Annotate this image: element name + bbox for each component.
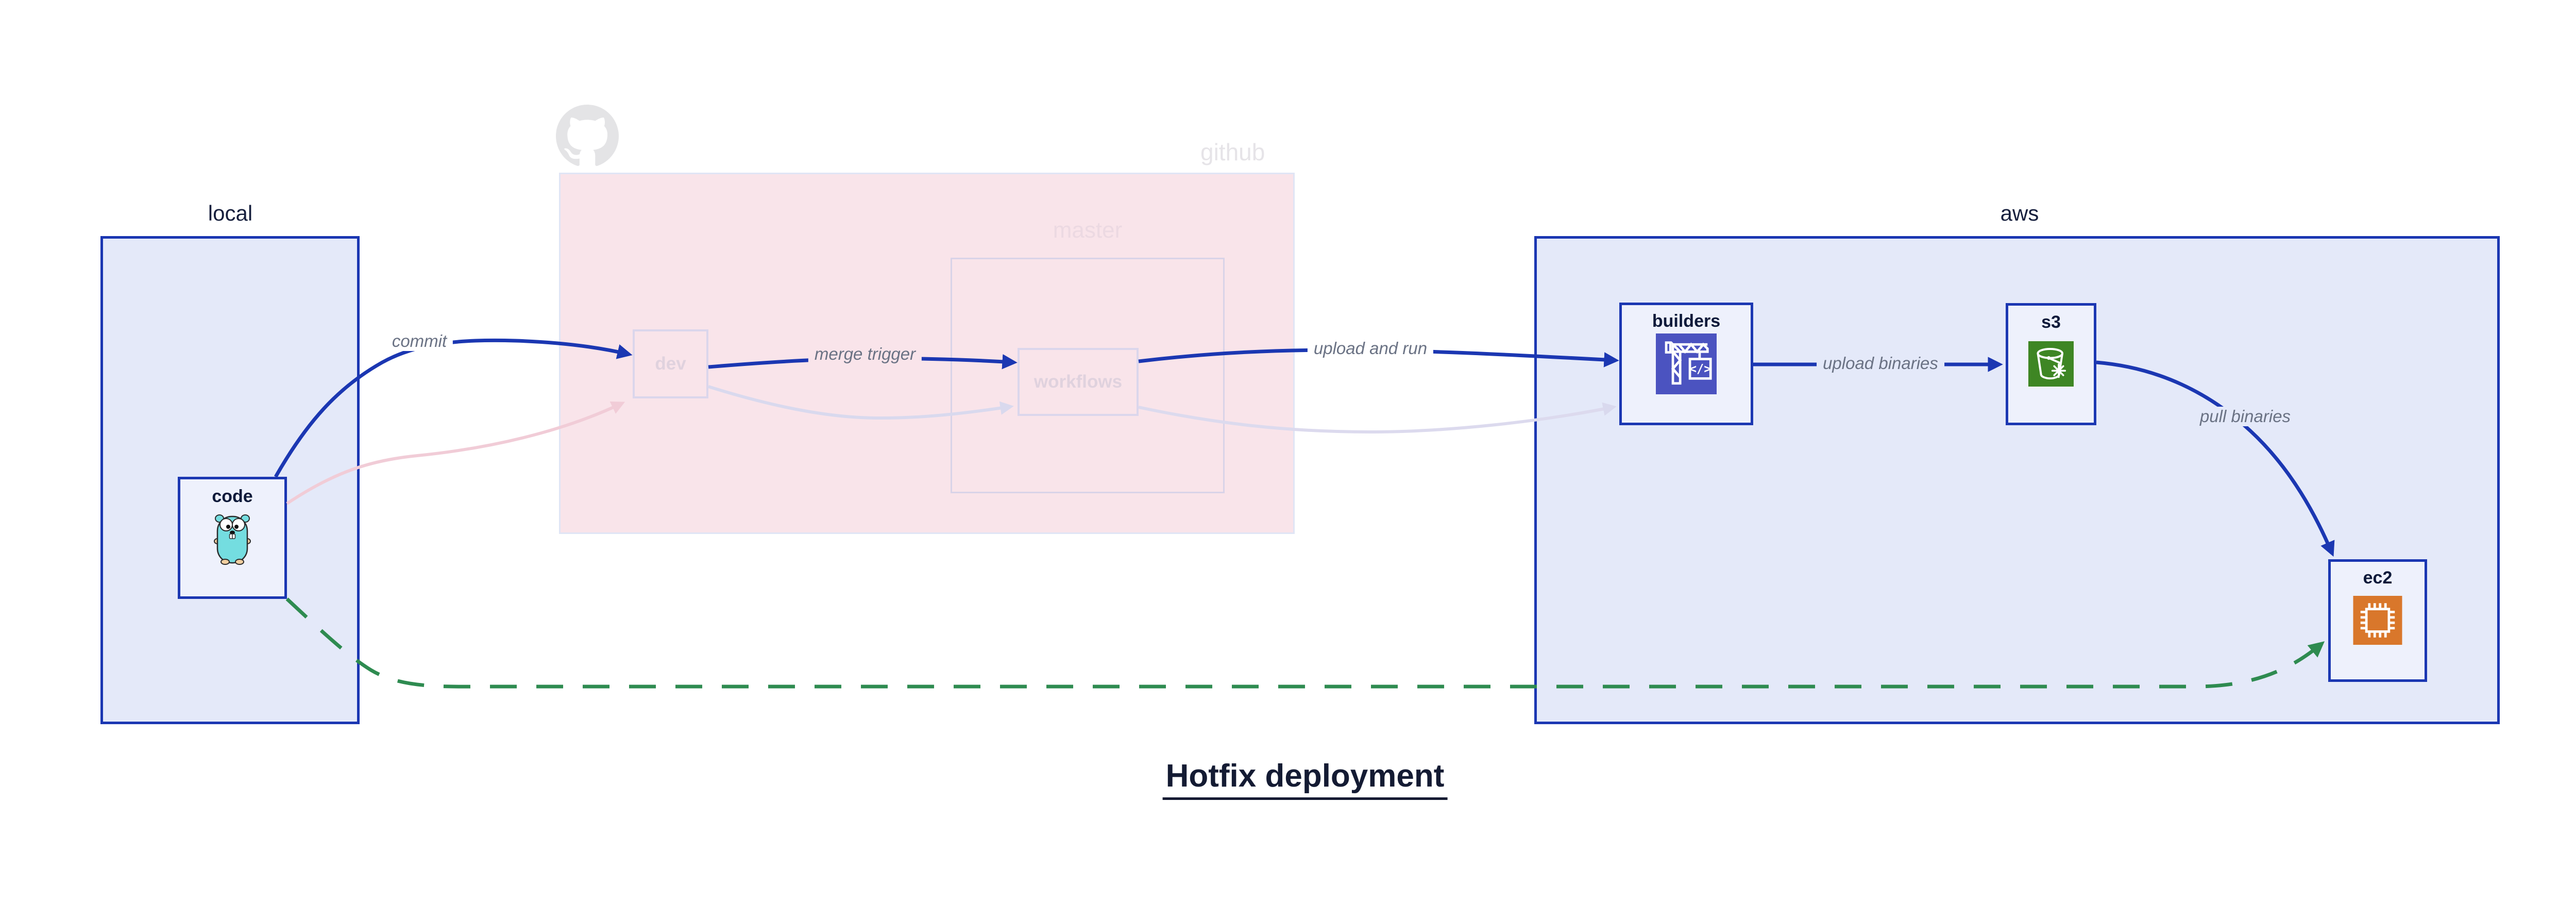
node-dev-label: dev	[655, 354, 686, 374]
region-github-label: github	[1200, 139, 1265, 165]
diagram-title: Hotfix deployment	[1162, 758, 1448, 800]
aws-ec2-chip-icon	[2353, 596, 2402, 645]
region-aws-label: aws	[2000, 201, 2039, 225]
aws-s3-bucket-icon	[2028, 341, 2074, 387]
region-master	[951, 258, 1225, 493]
node-dev: dev	[633, 329, 708, 398]
node-s3-label: s3	[2041, 312, 2061, 332]
node-ec2-label: ec2	[2363, 568, 2393, 588]
codebuild-code-glyph: </>	[1689, 362, 1711, 376]
edge-upload-and-run-label: upload and run	[1307, 339, 1434, 358]
github-octocat-icon	[556, 105, 619, 168]
node-workflows-label: workflows	[1033, 372, 1123, 392]
region-local-label: local	[208, 201, 253, 225]
node-code-label: code	[212, 487, 253, 506]
node-builders-label: builders	[1652, 311, 1721, 331]
node-workflows: workflows	[1018, 348, 1139, 416]
edge-upload-binaries-label: upload binaries	[1817, 354, 1944, 373]
edge-commit-label: commit	[385, 331, 453, 351]
edge-merge-trigger-label: merge trigger	[808, 344, 922, 364]
aws-codebuild-icon: </>	[1655, 333, 1717, 394]
go-gopher-icon	[213, 510, 252, 565]
region-master-label: master	[1053, 218, 1123, 243]
edge-pull-binaries-label: pull binaries	[2193, 407, 2297, 426]
